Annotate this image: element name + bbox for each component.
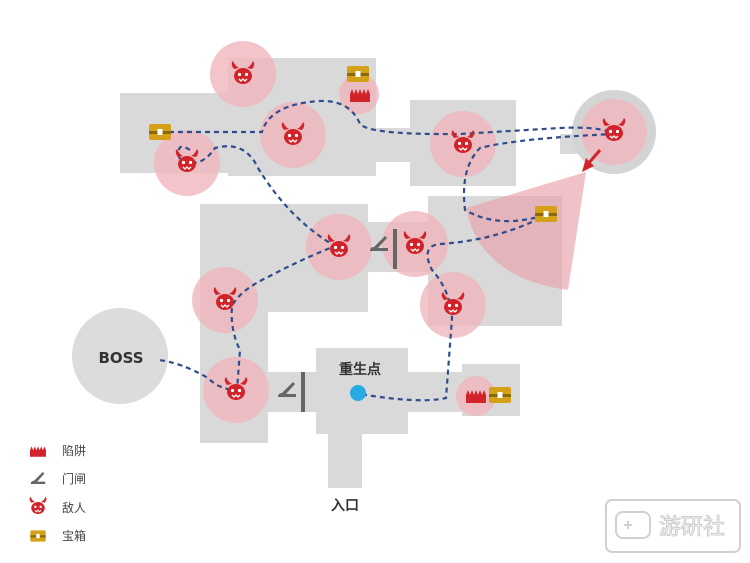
gate-corridor-south	[268, 372, 316, 412]
legend-label: 门闸	[62, 471, 86, 486]
enemy-icon	[29, 496, 47, 515]
gamepad-icon	[615, 511, 651, 539]
watermark: 游研社	[605, 499, 741, 553]
legend-label: 宝箱	[62, 528, 86, 543]
chest-icon	[347, 66, 369, 82]
legend: 陷阱 门闸 敌人 宝箱	[29, 443, 86, 543]
boss-label: BOSS	[98, 349, 143, 367]
legend-label: 敌人	[62, 500, 86, 515]
corridor-southeast	[406, 372, 466, 412]
watermark-frame	[605, 499, 741, 553]
gate-icon	[30, 472, 46, 484]
spawn-point-marker	[350, 385, 366, 401]
legend-item-enemy: 敌人	[29, 496, 86, 515]
gate-bar	[393, 229, 397, 269]
gate-bar	[301, 372, 305, 412]
chest-icon	[149, 124, 171, 140]
entrance-label: 入口	[331, 498, 359, 514]
legend-item-gate: 门闸	[30, 471, 86, 486]
legend-item-trap: 陷阱	[30, 443, 86, 458]
spawn-label: 重生点	[339, 361, 381, 378]
boss-room	[72, 308, 168, 404]
chest-icon	[535, 206, 557, 222]
entrance-corridor	[328, 432, 362, 488]
enemy-vision-cone	[466, 172, 586, 290]
enemy-move-arrow-icon	[582, 149, 602, 172]
legend-item-chest: 宝箱	[30, 528, 86, 543]
watermark-text: 游研社	[659, 515, 725, 540]
chest-icon	[489, 387, 511, 403]
chest-icon	[30, 530, 46, 542]
gates	[278, 229, 397, 412]
legend-label: 陷阱	[62, 443, 86, 458]
trap-icon	[30, 446, 46, 457]
